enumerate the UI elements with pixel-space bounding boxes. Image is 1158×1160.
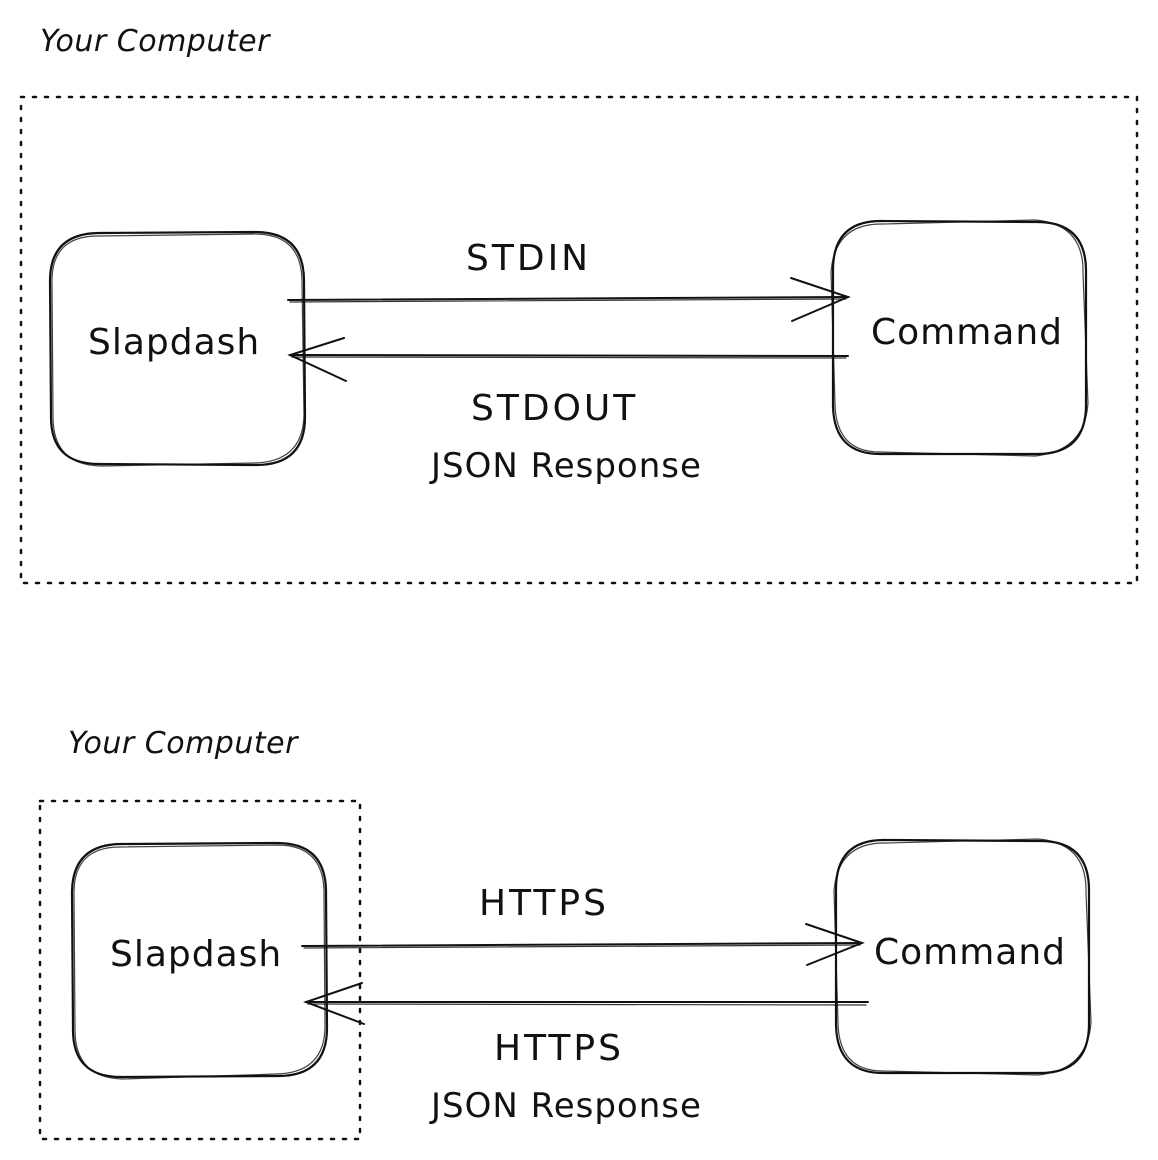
- https-request-arrow: [301, 923, 865, 966]
- json-response-label-2: JSON Response: [431, 1086, 702, 1126]
- slapdash-label-1: Slapdash: [88, 322, 261, 363]
- command-node-2: [833, 838, 1092, 1076]
- boundary-title-2: Your Computer: [68, 726, 298, 761]
- stdin-arrow: [287, 277, 851, 322]
- boundary-title-1: Your Computer: [40, 24, 270, 59]
- slapdash-label-2: Slapdash: [110, 934, 283, 975]
- command-node-1: [830, 219, 1089, 457]
- stdin-label: STDIN: [466, 238, 592, 279]
- https-response-label: HTTPS: [494, 1028, 624, 1069]
- stdout-arrow: [287, 337, 849, 382]
- stdout-label: STDOUT: [471, 388, 639, 429]
- command-label-2: Command: [874, 932, 1067, 973]
- computer-boundary-2: [38, 799, 362, 1141]
- json-response-label-1: JSON Response: [431, 446, 702, 486]
- slapdash-node-2: [70, 841, 329, 1080]
- command-label-1: Command: [871, 312, 1064, 353]
- https-request-label: HTTPS: [479, 883, 609, 924]
- https-response-arrow: [303, 982, 869, 1025]
- computer-boundary-1: [19, 95, 1139, 585]
- slapdash-node-1: [48, 230, 307, 467]
